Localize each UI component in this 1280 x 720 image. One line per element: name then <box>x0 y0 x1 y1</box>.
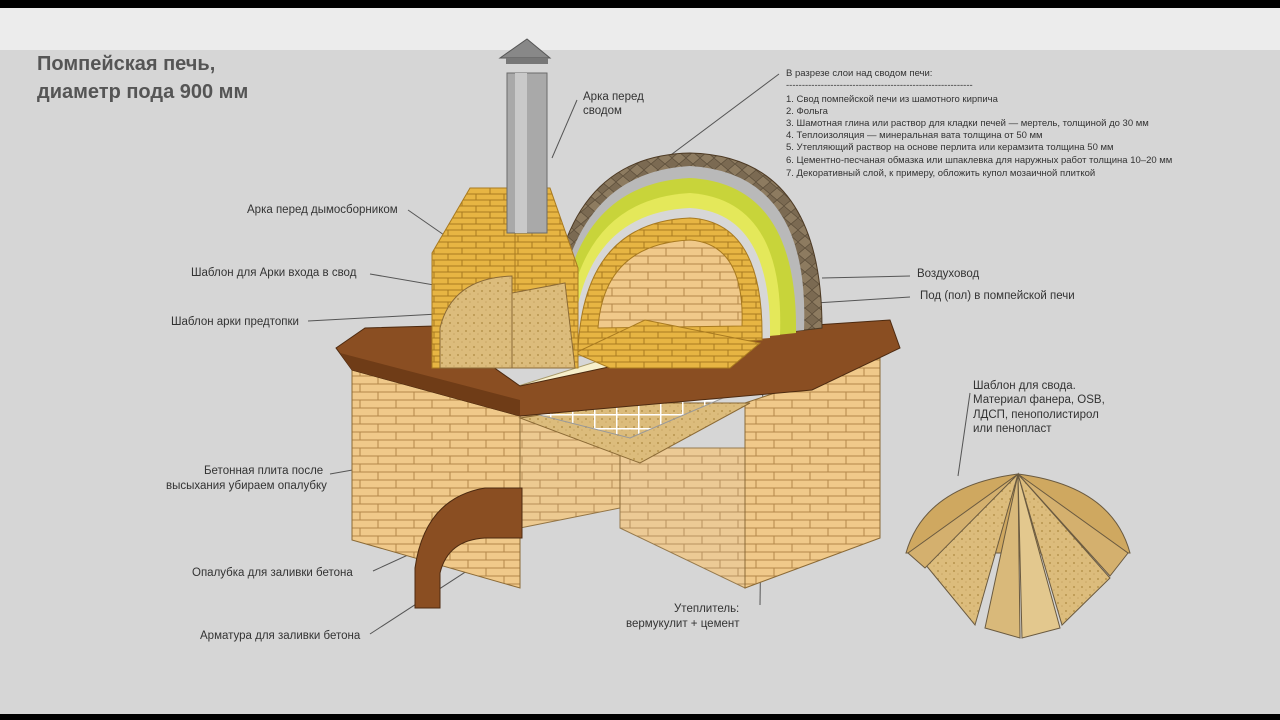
label-air-duct: Воздуховод <box>917 268 980 280</box>
title-line-2: диаметр пода 900 мм <box>37 81 249 103</box>
chimney-cap <box>498 38 552 59</box>
chimney-highlight <box>515 73 527 233</box>
legend-item-7: 7. Декоративный слой, к примеру, обложит… <box>786 168 1096 179</box>
label-dome-template-3: ЛДСП, пенополистирол <box>973 409 1099 421</box>
label-template-prefire-arch: Шаблон арки предтопки <box>171 316 299 328</box>
legend-heading: В разрезе слои над сводом печи: <box>786 68 933 79</box>
label-insulation-1: Утеплитель: <box>674 603 740 615</box>
dome-template <box>905 472 1131 639</box>
dome-inner-wall <box>597 239 743 329</box>
legend-item-5: 5. Утепляющий раствор на основе перлита … <box>786 142 1114 153</box>
label-insulation-2: вермукулит + цемент <box>626 618 740 630</box>
label-template-entry-arch: Шаблон для Арки входа в свод <box>191 267 357 279</box>
entry-arch-template <box>511 282 576 369</box>
oven-drawing <box>307 38 1131 639</box>
air-pipe <box>414 487 523 609</box>
title-line-1: Помпейская печь, <box>37 53 216 75</box>
legend-item-3: 3. Шамотная глина или раствор для кладки… <box>786 118 1149 129</box>
top-band <box>0 8 1280 50</box>
label-dome-template-2: Материал фанера, OSB, <box>973 394 1105 406</box>
label-arch-before-vault-2: сводом <box>583 105 622 117</box>
label-hearth: Под (пол) в помпейской печи <box>920 290 1075 302</box>
prefire-arch-template <box>439 275 513 369</box>
label-arch-before-vault-1: Арка перед <box>583 91 644 103</box>
diagram-canvas: Помпейская печь, диаметр пода 900 мм Арк… <box>0 8 1280 714</box>
label-rebar: Арматура для заливки бетона <box>200 630 361 642</box>
legend-item-4: 4. Теплоизоляция — минеральная вата толщ… <box>786 130 1043 141</box>
base-back-wall <box>619 447 746 589</box>
legend-item-1: 1. Свод помпейской печи из шамотного кир… <box>786 94 998 105</box>
hearth-floor <box>573 319 762 369</box>
label-arch-before-smoke: Арка перед дымосборником <box>247 204 398 216</box>
chimney-collar <box>506 58 548 64</box>
legend-item-6: 6. Цементно-песчаная обмазка или шпаклев… <box>786 155 1173 166</box>
label-formwork: Опалубка для заливки бетона <box>192 567 353 579</box>
top-cap-edge <box>340 353 520 416</box>
label-concrete-slab-2: высыхания убираем опалубку <box>166 480 327 492</box>
legend-separator: ----------------------------------------… <box>786 80 973 91</box>
label-dome-template-1: Шаблон для свода. <box>973 380 1076 392</box>
label-concrete-slab-1: Бетонная плита после <box>204 465 324 477</box>
label-dome-template-4: или пенопласт <box>973 423 1052 435</box>
legend-item-2: 2. Фольга <box>786 106 828 117</box>
